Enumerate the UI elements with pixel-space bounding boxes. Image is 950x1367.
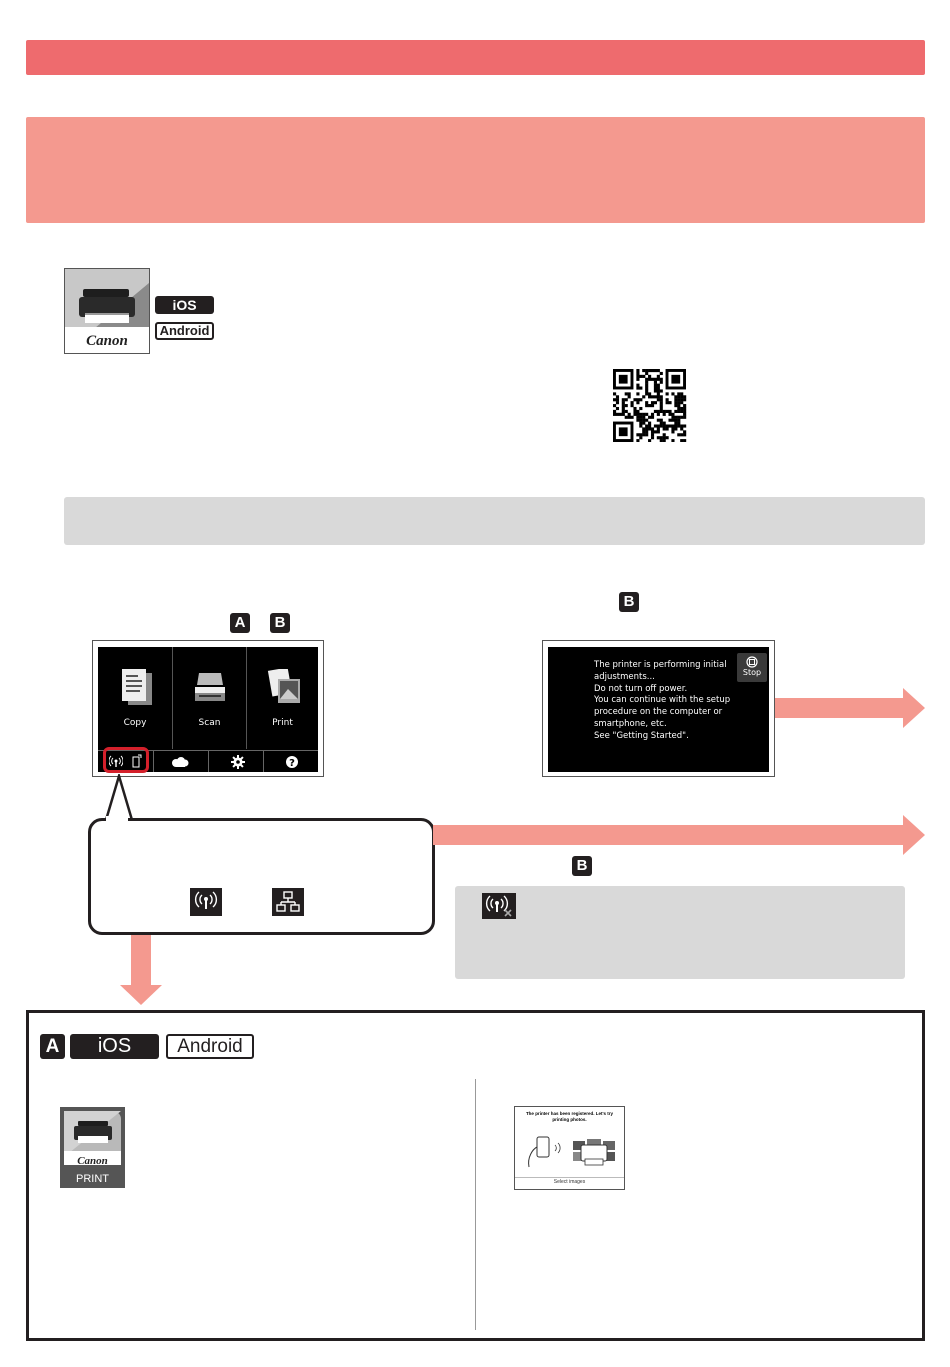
- stop-icon: [746, 656, 758, 668]
- wireless-off-icon: [485, 895, 512, 917]
- title-bar: [26, 40, 925, 75]
- scan-tile[interactable]: Scan: [173, 647, 247, 749]
- arrow-right-middle: [433, 815, 925, 855]
- network-highlight: [103, 747, 149, 773]
- scanner-icon: [195, 673, 225, 701]
- section-a-box: [26, 1010, 925, 1341]
- scan-label: Scan: [198, 718, 221, 728]
- wired-lan-icon: [272, 888, 304, 916]
- wireless-icon: [109, 755, 123, 767]
- adjust-line: procedure on the computer or: [594, 707, 723, 718]
- wireless-icon: [194, 891, 218, 909]
- printer-adjusting-screen: The printer is performing initial adjust…: [542, 640, 775, 777]
- section-a-badge: A: [40, 1034, 65, 1059]
- arrow-right-upper: [775, 688, 925, 728]
- badge-b: B: [270, 613, 290, 633]
- callout-pointer: [104, 774, 134, 822]
- wireless-disabled-icon: [482, 893, 516, 919]
- svg-text:?: ?: [289, 758, 295, 769]
- badge-b-right: B: [619, 592, 639, 612]
- smartphone-icon: [132, 754, 142, 768]
- info-bar: [64, 497, 925, 545]
- copy-document-icon: [122, 669, 152, 705]
- badge-a: A: [230, 613, 250, 633]
- cloud-icon[interactable]: [171, 757, 189, 767]
- help-icon[interactable]: ?: [285, 755, 299, 769]
- registered-message: The printer has been registered. Let's t…: [525, 1111, 614, 1122]
- print-app-label: PRINT: [76, 1173, 109, 1185]
- canon-print-app-icon[interactable]: Canon PRINT: [60, 1107, 125, 1188]
- adjust-line: See "Getting Started".: [594, 730, 689, 741]
- qr-code-icon: [613, 369, 687, 442]
- wireless-lan-icon: [190, 888, 222, 916]
- copy-label: Copy: [123, 718, 147, 728]
- column-divider: [475, 1079, 476, 1330]
- adjusting-message: The printer is performing initial adjust…: [594, 660, 734, 743]
- ios-label: iOS: [155, 296, 214, 314]
- android-label: Android: [155, 322, 214, 340]
- adjust-line: You can continue with the setup: [594, 695, 731, 706]
- arrow-down: [120, 935, 162, 1005]
- print-photo-icon: [267, 669, 300, 703]
- badge-b-note: B: [572, 856, 592, 876]
- adjust-line: The printer is performing initial: [594, 660, 727, 670]
- adjust-line: smartphone, etc.: [594, 718, 667, 729]
- callout-box: [88, 818, 435, 935]
- header-band: [26, 117, 925, 223]
- print-tile[interactable]: Print: [247, 647, 318, 749]
- phone-print-illustration: [528, 1136, 615, 1168]
- settings-icon[interactable]: [231, 755, 245, 769]
- copy-tile[interactable]: Copy: [98, 647, 173, 749]
- section-ios-label: iOS: [70, 1034, 159, 1059]
- stop-button[interactable]: Stop: [737, 653, 767, 682]
- printer-home-screen: Copy Scan Print: [92, 640, 324, 777]
- print-app-brand: Canon: [77, 1155, 108, 1167]
- print-label: Print: [272, 718, 293, 728]
- wired-network-icon: [276, 891, 300, 912]
- select-images-button[interactable]: Select images: [553, 1179, 586, 1185]
- printer-icon: [65, 269, 149, 353]
- adjust-line: adjustments...: [594, 671, 655, 682]
- canon-app-icon: Canon: [64, 268, 150, 354]
- section-android-label: Android: [166, 1034, 254, 1059]
- app-brand-label: Canon: [86, 333, 128, 349]
- registered-screen: The printer has been registered. Let's t…: [514, 1106, 625, 1190]
- network-status-button[interactable]: [98, 751, 153, 772]
- printer-icon: [64, 1111, 121, 1165]
- note-box: [455, 886, 905, 979]
- stop-label: Stop: [742, 668, 762, 677]
- adjust-line: Do not turn off power.: [594, 683, 688, 694]
